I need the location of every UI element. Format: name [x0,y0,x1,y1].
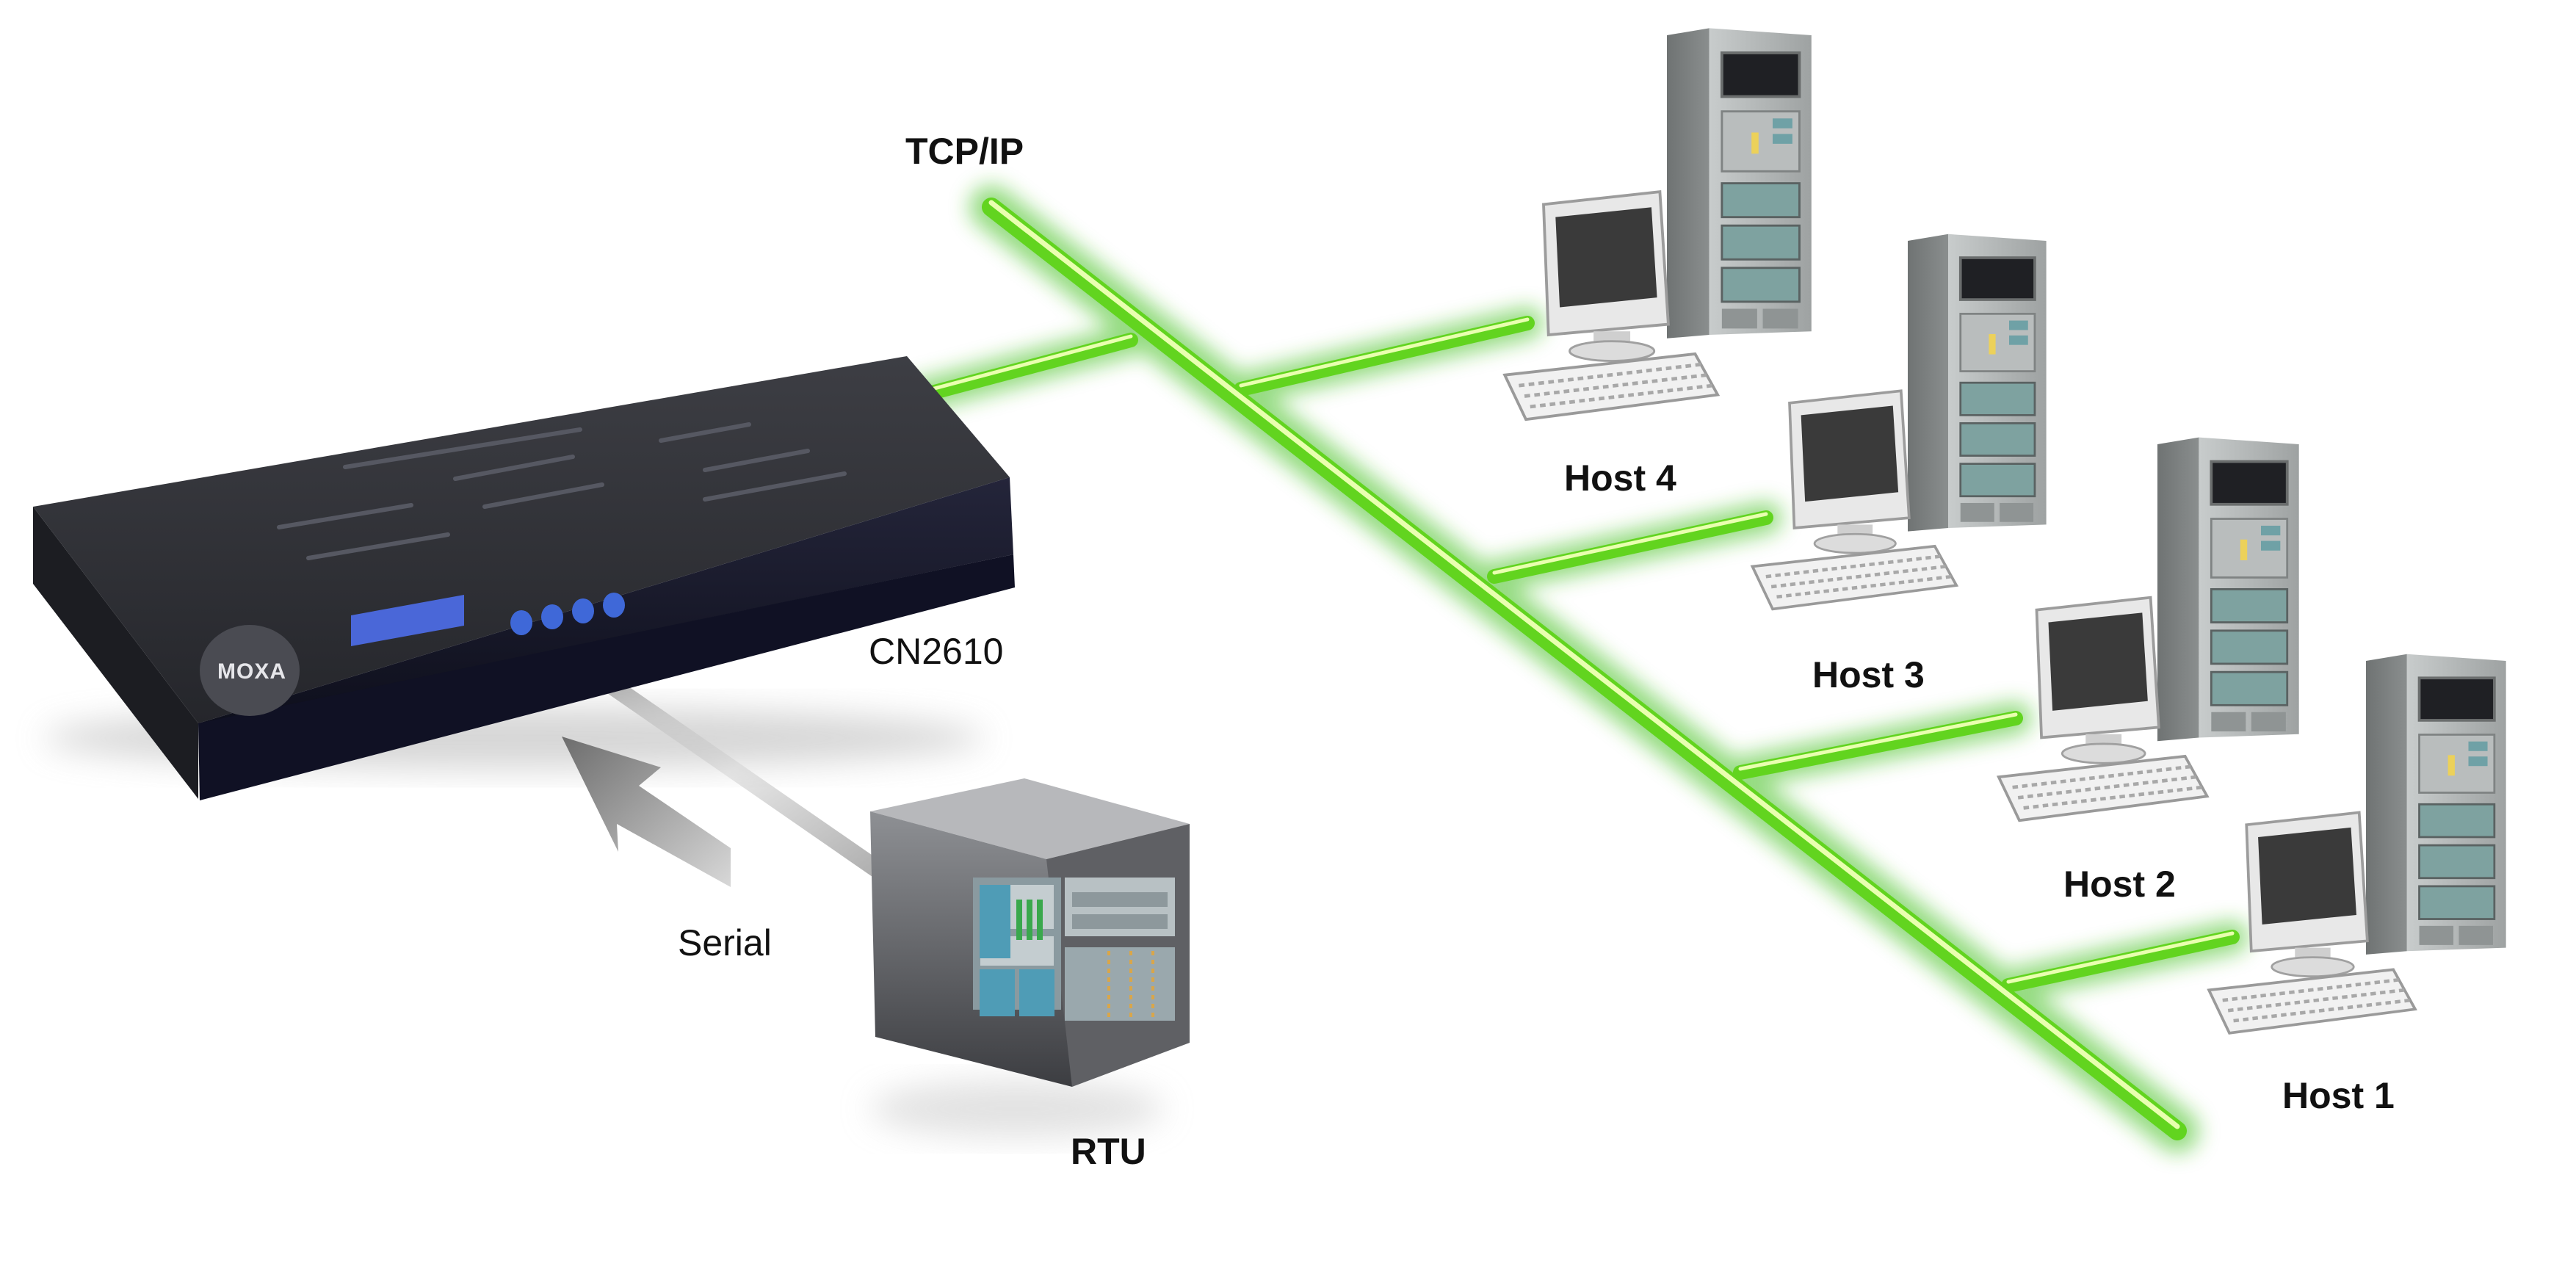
workstation-icon [1505,28,1812,419]
host3-label: Host 3 [1812,654,1925,695]
panel-button [572,598,594,623]
tcp-ip-backbone [982,198,2187,1140]
panel-button [603,593,625,618]
lcd-display [351,595,464,646]
device-link [911,333,1138,404]
data-flow-arrow-icon [562,737,731,887]
host2-link [1733,711,2023,780]
host3-link [1487,510,1773,584]
brand-logo: MOXA [217,659,286,684]
rtu-cabinet [870,778,1190,1137]
cn2610-device: MOXA [33,356,1015,800]
host-4 [1505,28,1812,419]
host1-link [2001,930,2240,993]
panel-button [510,610,532,635]
host4-label: Host 4 [1564,457,1676,499]
panel-button [541,604,563,629]
serial-label: Serial [678,922,772,963]
host2-label: Host 2 [2063,864,2176,905]
host1-label: Host 1 [2282,1075,2395,1116]
host4-link [1234,316,1535,397]
rtu-label: RTU [1071,1131,1146,1172]
serial-cable [557,645,908,894]
tcp-ip-label: TCP/IP [905,131,1024,172]
network-links [902,185,2248,1153]
cn2610-label: CN2610 [869,631,1003,672]
